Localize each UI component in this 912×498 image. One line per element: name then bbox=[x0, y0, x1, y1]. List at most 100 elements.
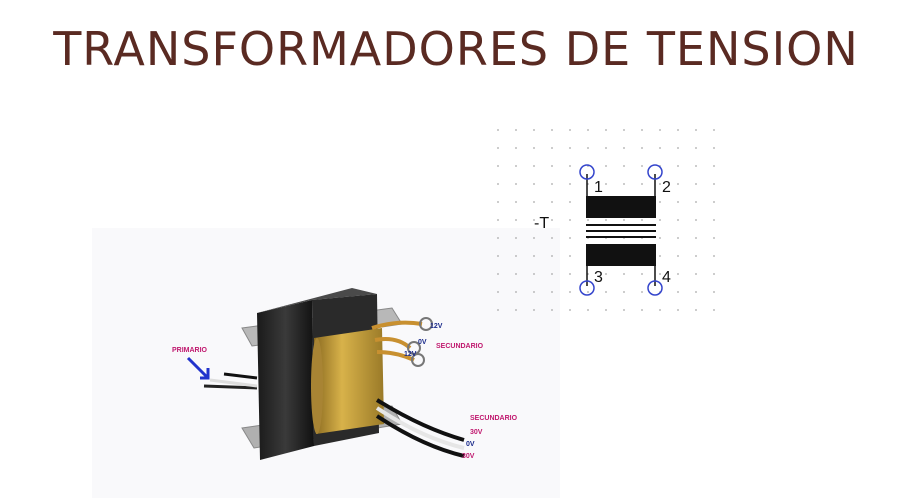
grid-dot bbox=[497, 165, 499, 167]
grid-dot bbox=[695, 291, 697, 293]
grid-dot bbox=[641, 219, 643, 221]
grid-dot bbox=[713, 183, 715, 185]
grid-dot bbox=[605, 219, 607, 221]
grid-dot bbox=[569, 147, 571, 149]
winding-bottom bbox=[586, 244, 656, 266]
grid-dot bbox=[713, 237, 715, 239]
tap-bottom-2: 0V bbox=[466, 441, 475, 448]
tap-bottom-3: 30V bbox=[462, 453, 475, 460]
grid-dot bbox=[695, 147, 697, 149]
primary-arrow-icon bbox=[186, 356, 210, 380]
grid-dot bbox=[713, 201, 715, 203]
grid-dot bbox=[497, 309, 499, 311]
grid-dot bbox=[497, 129, 499, 131]
grid-dot bbox=[623, 183, 625, 185]
pin-3-terminal bbox=[579, 280, 595, 296]
grid-dot bbox=[569, 201, 571, 203]
designator-label: -T bbox=[534, 215, 549, 232]
grid-dot bbox=[533, 219, 535, 221]
grid-dot bbox=[713, 147, 715, 149]
grid-dot bbox=[533, 273, 535, 275]
grid-dot bbox=[605, 147, 607, 149]
grid-dot bbox=[623, 291, 625, 293]
grid-dot bbox=[695, 309, 697, 311]
pin-1-label: 1 bbox=[594, 179, 603, 196]
grid-dot bbox=[695, 273, 697, 275]
grid-dot bbox=[695, 201, 697, 203]
grid-dot bbox=[515, 183, 517, 185]
grid-dot bbox=[659, 147, 661, 149]
grid-dot bbox=[659, 255, 661, 257]
grid-dot bbox=[569, 165, 571, 167]
grid-dot bbox=[587, 219, 589, 221]
grid-dot bbox=[497, 201, 499, 203]
grid-dot bbox=[497, 237, 499, 239]
grid-dot bbox=[497, 255, 499, 257]
grid-dot bbox=[497, 183, 499, 185]
grid-dot bbox=[623, 309, 625, 311]
grid-dot bbox=[515, 147, 517, 149]
grid-dot bbox=[551, 165, 553, 167]
grid-dot bbox=[677, 183, 679, 185]
grid-dot bbox=[569, 129, 571, 131]
grid-dot bbox=[677, 273, 679, 275]
grid-dot bbox=[515, 291, 517, 293]
grid-dot bbox=[551, 183, 553, 185]
grid-dot bbox=[659, 237, 661, 239]
grid-dot bbox=[587, 129, 589, 131]
grid-dot bbox=[551, 273, 553, 275]
grid-dot bbox=[677, 129, 679, 131]
grid-dot bbox=[713, 255, 715, 257]
grid-dot bbox=[695, 129, 697, 131]
grid-dot bbox=[677, 219, 679, 221]
pin-2-label: 2 bbox=[662, 179, 671, 196]
grid-dot bbox=[569, 309, 571, 311]
grid-dot bbox=[551, 237, 553, 239]
grid-dot bbox=[515, 255, 517, 257]
grid-dot bbox=[623, 147, 625, 149]
grid-dot bbox=[587, 147, 589, 149]
tap-top-1: 12V bbox=[430, 323, 443, 330]
grid-dot bbox=[641, 183, 643, 185]
grid-dot bbox=[515, 165, 517, 167]
grid-dot bbox=[533, 309, 535, 311]
grid-dot bbox=[605, 183, 607, 185]
grid-dot bbox=[497, 147, 499, 149]
grid-dot bbox=[515, 201, 517, 203]
grid-dot bbox=[677, 201, 679, 203]
grid-dot bbox=[569, 291, 571, 293]
grid-dot bbox=[659, 219, 661, 221]
grid-dot bbox=[569, 237, 571, 239]
grid-dot bbox=[695, 183, 697, 185]
pin-3-label: 3 bbox=[594, 269, 603, 286]
grid-dot bbox=[677, 237, 679, 239]
grid-dot bbox=[605, 309, 607, 311]
grid-dot bbox=[659, 129, 661, 131]
grid-dot bbox=[641, 147, 643, 149]
grid-dot bbox=[605, 129, 607, 131]
grid-dot bbox=[587, 309, 589, 311]
grid-dot bbox=[659, 273, 661, 275]
pin-4-terminal bbox=[647, 280, 663, 296]
grid-dot bbox=[569, 255, 571, 257]
tap-top-2: 0V bbox=[418, 339, 427, 346]
pin-4-label: 4 bbox=[662, 269, 671, 286]
grid-dot bbox=[605, 273, 607, 275]
grid-dot bbox=[569, 219, 571, 221]
page-title: TRANSFORMADORES DE TENSION bbox=[53, 22, 859, 76]
grid-dot bbox=[713, 219, 715, 221]
grid-dot bbox=[569, 273, 571, 275]
grid-dot bbox=[533, 165, 535, 167]
grid-dot bbox=[587, 291, 589, 293]
secondary-top-label: SECUNDARIO bbox=[436, 343, 484, 350]
grid-dot bbox=[713, 273, 715, 275]
grid-dot bbox=[533, 129, 535, 131]
pin-2-terminal bbox=[647, 164, 663, 180]
grid-dot bbox=[533, 201, 535, 203]
grid-dot bbox=[713, 309, 715, 311]
grid-dot bbox=[623, 219, 625, 221]
grid-dot bbox=[623, 129, 625, 131]
grid-dot bbox=[515, 237, 517, 239]
grid-dot bbox=[533, 291, 535, 293]
primary-label: PRIMARIO bbox=[172, 347, 208, 354]
